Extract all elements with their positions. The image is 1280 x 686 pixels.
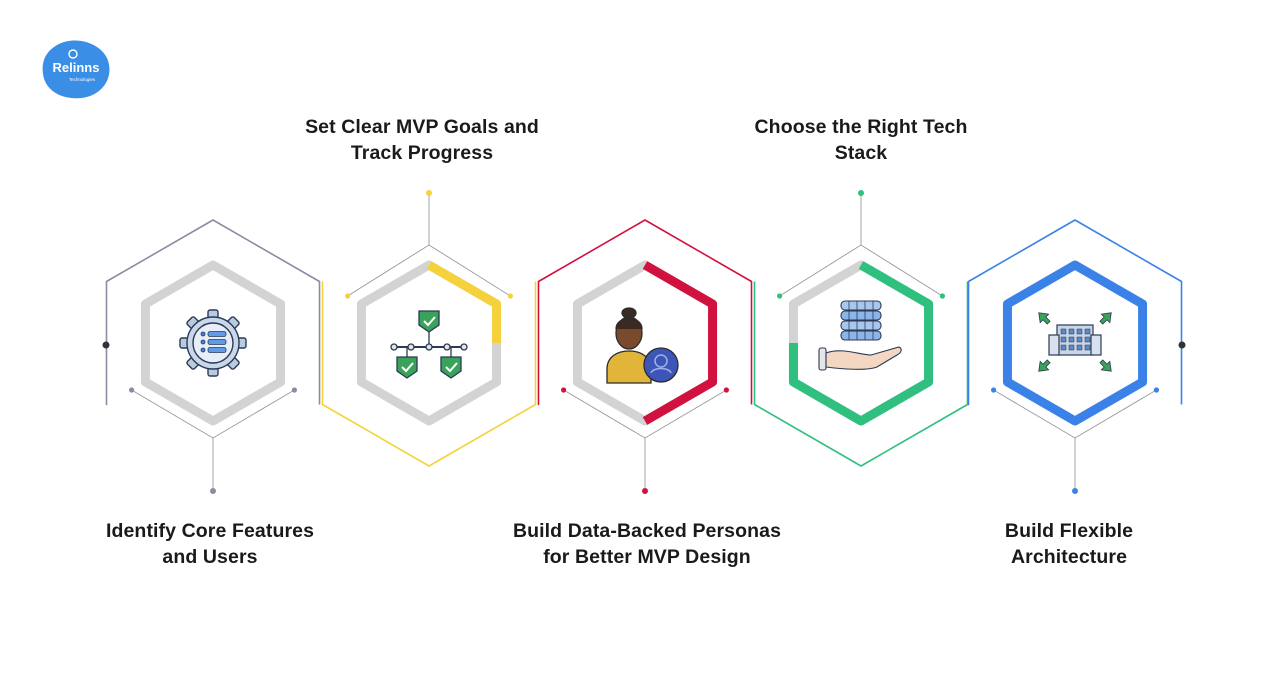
start-dot bbox=[102, 341, 110, 349]
logo-tagline: Technologies bbox=[69, 77, 96, 82]
stem-dot bbox=[291, 387, 298, 393]
step-label-set-mvp-goals: Set Clear MVP Goals and Track Progress bbox=[305, 116, 539, 164]
stem-dot bbox=[1153, 387, 1160, 393]
stem-dot bbox=[128, 387, 135, 393]
stem-dot bbox=[507, 293, 514, 299]
gear-list-icon bbox=[179, 309, 247, 377]
stem-dot bbox=[560, 387, 567, 393]
outer-arc bbox=[537, 219, 753, 406]
step-label-choose-tech-stack: Choose the Right Tech Stack bbox=[754, 116, 968, 164]
outer-arc bbox=[967, 219, 1183, 406]
stem-dot bbox=[210, 488, 216, 494]
end-dot bbox=[1178, 341, 1186, 349]
tech-stack-icon bbox=[818, 300, 902, 371]
outer-arc bbox=[321, 281, 537, 467]
persona-icon bbox=[606, 307, 679, 384]
stem-dot bbox=[858, 190, 864, 196]
stem-dot bbox=[990, 387, 997, 393]
stem-dot bbox=[776, 293, 783, 299]
logo-blob bbox=[42, 40, 110, 99]
logo-text: Relinns bbox=[53, 60, 100, 75]
relinns-logo: Relinns Technologies bbox=[41, 38, 111, 100]
progress-ring bbox=[642, 261, 718, 425]
step-flexible-architecture bbox=[967, 219, 1183, 494]
outer-arc bbox=[753, 281, 969, 467]
progress-ring bbox=[788, 261, 934, 426]
step-choose-tech-stack bbox=[753, 190, 969, 467]
stem-dot bbox=[426, 190, 432, 196]
step-label-identify-core-features: Identify Core Features and Users bbox=[105, 520, 315, 568]
progress-ring bbox=[426, 261, 502, 343]
stem-dot bbox=[642, 488, 648, 494]
stem-dot bbox=[1072, 488, 1078, 494]
architecture-icon bbox=[1038, 312, 1112, 372]
stem-dot bbox=[939, 293, 946, 299]
step-label-build-personas: Build Data-Backed Personas for Better MV… bbox=[512, 520, 782, 568]
goal-tree-icon bbox=[390, 310, 468, 379]
outer-arc bbox=[105, 219, 321, 406]
stem-dot bbox=[344, 293, 351, 299]
stem-dot bbox=[723, 387, 730, 393]
step-label-flexible-architecture: Build Flexible Architecture bbox=[1004, 520, 1134, 568]
